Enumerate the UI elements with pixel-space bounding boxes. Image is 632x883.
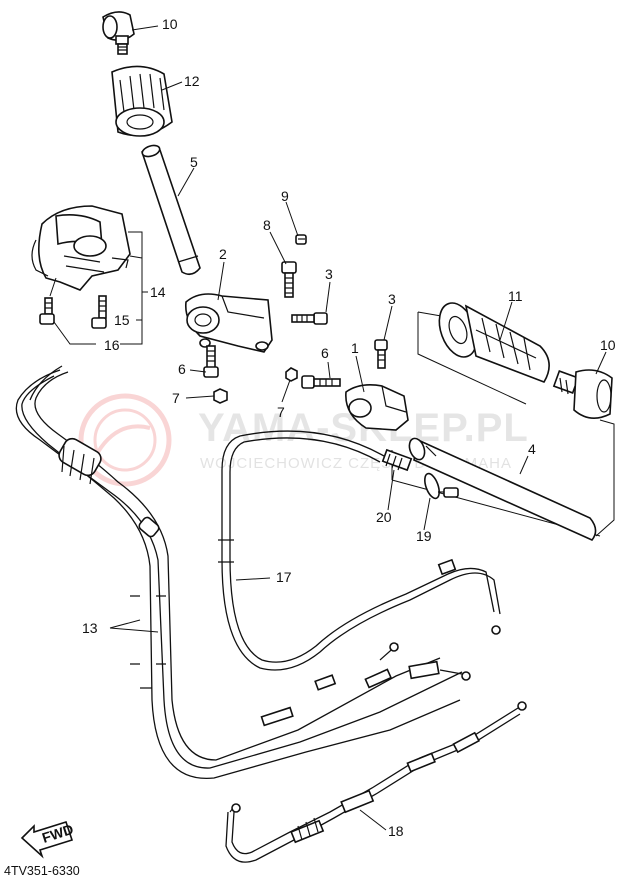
part-throttle-grip[interactable] <box>432 298 550 383</box>
callout-labels: 10 12 5 9 8 2 3 3 14 15 16 11 10 6 6 1 7… <box>82 16 616 839</box>
callout-5: 5 <box>190 154 198 170</box>
part-bolt-3-upper[interactable] <box>291 312 328 325</box>
part-screw-16[interactable] <box>39 297 55 325</box>
callout-7-right: 7 <box>277 404 285 420</box>
part-screw-15[interactable] <box>91 295 107 329</box>
callout-9: 9 <box>281 188 289 204</box>
callout-6-left: 6 <box>178 361 186 377</box>
part-bolt-3-right[interactable] <box>374 339 388 369</box>
part-throttle-housing[interactable] <box>345 384 409 431</box>
callout-1: 1 <box>351 340 359 356</box>
part-handlebar-right[interactable] <box>407 436 597 541</box>
part-nut-7-left[interactable] <box>213 388 228 404</box>
callout-19: 19 <box>416 528 432 544</box>
part-cable-18[interactable] <box>225 701 527 863</box>
callout-16: 16 <box>104 337 120 353</box>
callout-4: 4 <box>528 441 536 457</box>
callout-18: 18 <box>388 823 404 839</box>
callout-17: 17 <box>276 569 292 585</box>
part-screw-9[interactable] <box>295 234 307 245</box>
part-bar-end-weight-top[interactable] <box>102 11 135 55</box>
part-bar-end-weight-right[interactable] <box>552 369 613 419</box>
leader-lines <box>109 25 607 831</box>
callout-7-left: 7 <box>172 390 180 406</box>
callout-11: 11 <box>508 288 523 304</box>
fwd-arrow-icon: FWD <box>20 821 75 859</box>
callout-20: 20 <box>376 509 392 525</box>
callout-3-right: 3 <box>388 291 396 307</box>
part-bolt-6-left[interactable] <box>203 345 219 378</box>
part-handlebar-switch-left[interactable] <box>31 205 131 291</box>
callout-2: 2 <box>219 246 227 262</box>
part-nut-7-right[interactable] <box>285 367 298 382</box>
part-throttle-cables-13[interactable] <box>15 365 471 780</box>
part-cable-17[interactable] <box>218 430 501 671</box>
diagram-code: 4TV351-6330 <box>4 864 80 878</box>
part-handlebar-holder-left[interactable] <box>184 293 273 353</box>
callout-14: 14 <box>150 284 166 300</box>
part-bolt-8[interactable] <box>281 261 297 298</box>
callout-10-top: 10 <box>162 16 178 32</box>
part-nut-19[interactable] <box>422 472 459 501</box>
callout-8: 8 <box>263 217 271 233</box>
callout-bracket-14-16 <box>49 231 148 345</box>
callout-6-right: 6 <box>321 345 329 361</box>
callout-10-right: 10 <box>600 337 616 353</box>
part-handlebar-left[interactable] <box>141 143 201 276</box>
part-grip-left[interactable] <box>111 65 173 137</box>
callout-12: 12 <box>184 73 200 89</box>
callout-3-upper: 3 <box>325 266 333 282</box>
callout-15: 15 <box>114 312 130 328</box>
callout-13: 13 <box>82 620 98 636</box>
watermark-logo <box>78 393 172 487</box>
part-bolt-6-right[interactable] <box>301 375 341 389</box>
part-adjuster-20[interactable] <box>381 448 413 472</box>
